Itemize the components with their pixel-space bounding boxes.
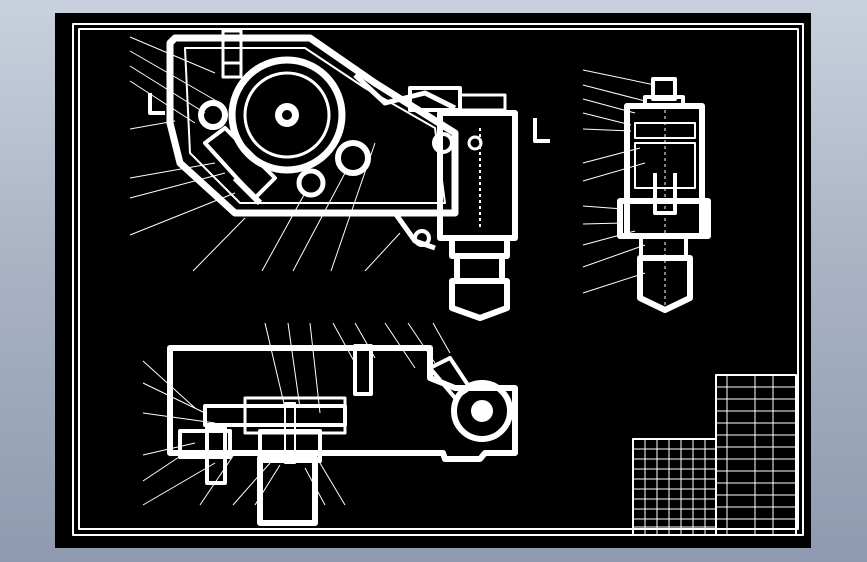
housing-outline	[166, 34, 459, 217]
pivot-pin	[413, 229, 431, 247]
right-handle	[533, 118, 550, 143]
plan-wheel	[451, 380, 513, 442]
inclined-arm-rod	[232, 175, 263, 206]
elevation-base	[617, 198, 711, 239]
plan-motor	[257, 455, 318, 526]
plan-angled-arm	[428, 356, 472, 400]
drawing-sheet	[55, 13, 811, 548]
title-block-lower-grid	[633, 439, 716, 535]
motor-pin	[432, 132, 454, 154]
large-wheel-outer	[228, 56, 346, 174]
title-block	[632, 374, 797, 536]
motor-stack-3	[449, 278, 510, 321]
outer-border	[72, 23, 804, 536]
leader-lines-left	[129, 36, 401, 272]
right-elevation-view	[582, 69, 711, 313]
plan-wheel-hub	[471, 400, 493, 422]
plan-left-shaft	[205, 426, 227, 485]
right-arm	[353, 73, 457, 111]
plan-gear-spindle	[284, 402, 296, 464]
lower-pulley	[296, 168, 326, 198]
large-wheel-inner	[243, 71, 331, 159]
middle-gear	[335, 140, 371, 176]
top-left-assembly-view	[129, 29, 550, 321]
leader-lines-bottom	[142, 322, 451, 506]
inner-border	[78, 28, 799, 530]
cad-drawing	[72, 23, 804, 536]
title-block-lower	[632, 438, 717, 536]
small-pulley-left	[198, 100, 228, 130]
motor-shaft	[467, 135, 483, 151]
elevation-neck	[639, 234, 688, 260]
plan-motor-block	[353, 344, 373, 396]
leader-lines-right	[582, 69, 656, 294]
title-block-upper-grid	[716, 375, 796, 535]
elevation-foot	[637, 255, 693, 313]
motor-stack-2	[454, 253, 505, 284]
top-block-lower	[221, 61, 243, 79]
plan-shaft	[203, 404, 347, 427]
plan-base-plate	[167, 345, 518, 462]
bottom-plan-view	[142, 322, 518, 526]
left-handle	[148, 93, 165, 115]
right-arm-cap	[458, 93, 507, 112]
large-wheel-bore	[282, 110, 292, 120]
